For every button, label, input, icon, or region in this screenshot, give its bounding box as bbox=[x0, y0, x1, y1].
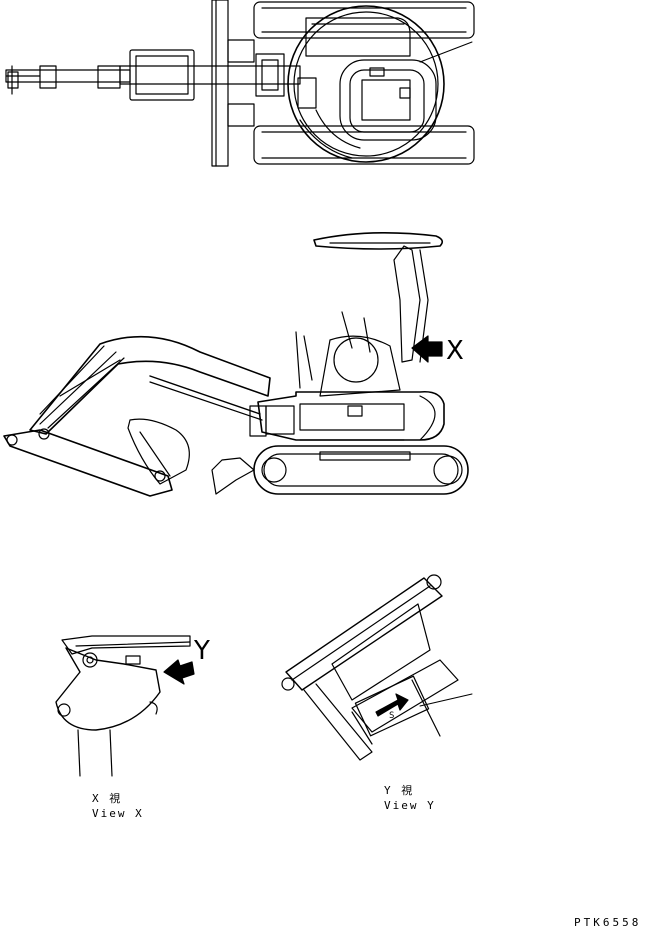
view-y-caption-en: View Y bbox=[384, 799, 436, 812]
view-x-caption-jp: X 視 bbox=[92, 792, 123, 805]
view-x-detail bbox=[55, 635, 195, 777]
side-view-excavator bbox=[3, 232, 469, 497]
view-x-arrow-label: X bbox=[446, 336, 464, 366]
drawing-number: PTK6558 bbox=[574, 916, 642, 929]
view-y-arrow-label: Y bbox=[194, 636, 210, 666]
view-y-caption-jp: Y 視 bbox=[384, 784, 415, 797]
view-x-caption-en: View X bbox=[92, 807, 144, 820]
top-view-excavator bbox=[5, 0, 475, 167]
decal-text: S bbox=[389, 711, 395, 721]
view-y-detail bbox=[281, 574, 473, 761]
